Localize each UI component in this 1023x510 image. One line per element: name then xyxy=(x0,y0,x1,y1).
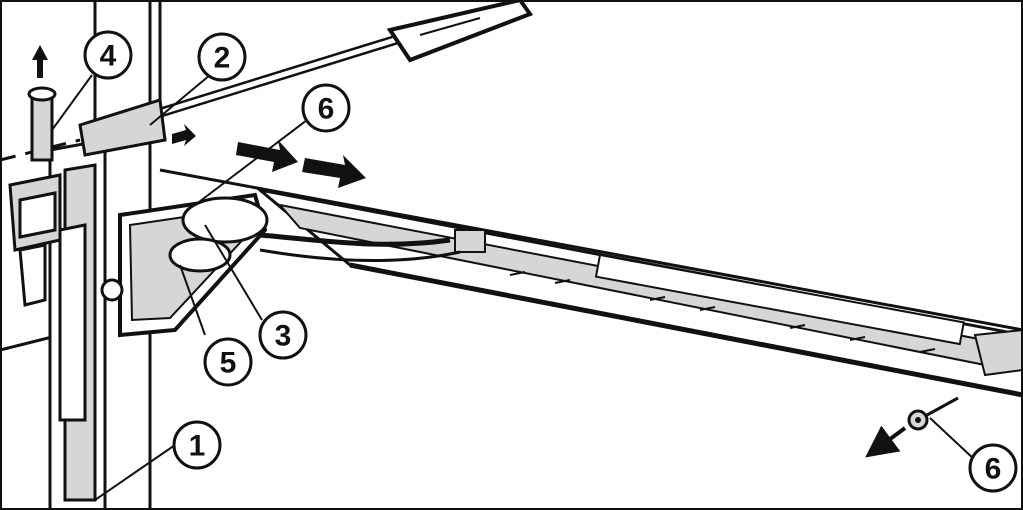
hinge xyxy=(8,173,62,307)
rail-clip xyxy=(454,229,486,253)
callout-6-bottom-label: 6 xyxy=(985,453,1002,486)
callout-4-label: 4 xyxy=(100,40,117,73)
screw-arrow xyxy=(865,425,907,458)
direction-arrows xyxy=(172,124,366,188)
retaining-clip xyxy=(78,98,167,157)
screwdriver-handle xyxy=(386,0,534,63)
callout-6-top-label: 6 xyxy=(318,93,335,126)
callout-3-label: 3 xyxy=(275,320,292,353)
light-tube xyxy=(594,253,965,346)
pin-up-arrow xyxy=(32,45,48,78)
lamp-socket-assembly xyxy=(100,192,461,338)
callout-1: 1 xyxy=(172,420,222,470)
callout-4: 4 xyxy=(83,30,133,80)
cable xyxy=(259,232,451,247)
light-rail xyxy=(254,187,1023,398)
callout-3: 3 xyxy=(258,310,308,360)
callout-5-label: 5 xyxy=(220,347,237,380)
callout-2-label: 2 xyxy=(214,42,231,75)
pin xyxy=(27,86,57,162)
callout-2: 2 xyxy=(197,32,247,82)
socket xyxy=(168,237,232,273)
callout-6-bottom: 6 xyxy=(968,443,1018,493)
callout-1-label: 1 xyxy=(189,430,206,463)
leader-lines xyxy=(51,74,976,501)
rail-end-cap xyxy=(973,328,1023,377)
lamp-housing xyxy=(181,196,269,244)
screw xyxy=(907,396,959,431)
callout-5: 5 xyxy=(203,337,253,387)
callout-6-top: 6 xyxy=(301,83,351,133)
